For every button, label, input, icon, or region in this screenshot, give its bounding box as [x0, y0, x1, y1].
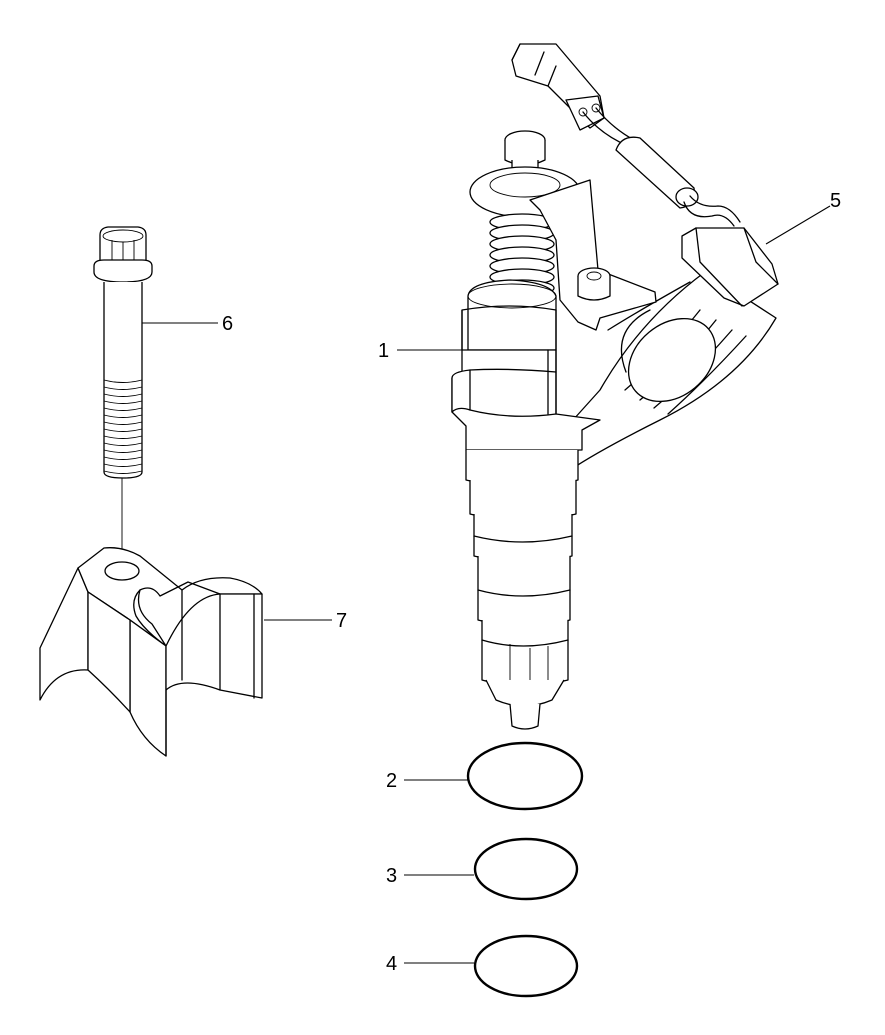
callout-7: 7	[336, 610, 347, 632]
callout-3: 3	[386, 865, 397, 887]
bolt-thread-ring	[103, 463, 143, 467]
part-7-clamp[interactable]	[39, 547, 263, 757]
part-2-o-ring[interactable]	[466, 741, 584, 811]
bolt-thread-ring	[103, 393, 143, 397]
bolt-thread-ring	[103, 414, 143, 418]
callout-2: 2	[386, 770, 397, 792]
leader-5	[765, 205, 831, 245]
callout-1: 1	[378, 340, 389, 362]
bolt-thread-ring	[103, 428, 143, 432]
part-6-bolt[interactable]	[93, 226, 153, 556]
callout-5: 5	[830, 190, 841, 212]
callout-4: 4	[386, 953, 397, 975]
bolt-thread-ring	[103, 456, 143, 460]
bolt-thread-ring	[103, 379, 143, 383]
bolt-thread-ring	[103, 435, 143, 439]
part-3-o-ring[interactable]	[473, 837, 579, 901]
bolt-thread-ring	[103, 400, 143, 404]
bolt-thread-ring	[103, 442, 143, 446]
bolt-thread-ring	[103, 470, 143, 474]
part-4-o-ring[interactable]	[473, 934, 579, 998]
part-1-injector[interactable]	[451, 130, 777, 730]
bolt-thread-ring	[103, 421, 143, 425]
callout-6: 6	[222, 313, 233, 335]
part-5-connector[interactable]	[511, 43, 779, 307]
bolt-thread-ring	[103, 449, 143, 453]
bolt-thread-ring	[103, 407, 143, 411]
bolt-thread-ring	[103, 386, 143, 390]
